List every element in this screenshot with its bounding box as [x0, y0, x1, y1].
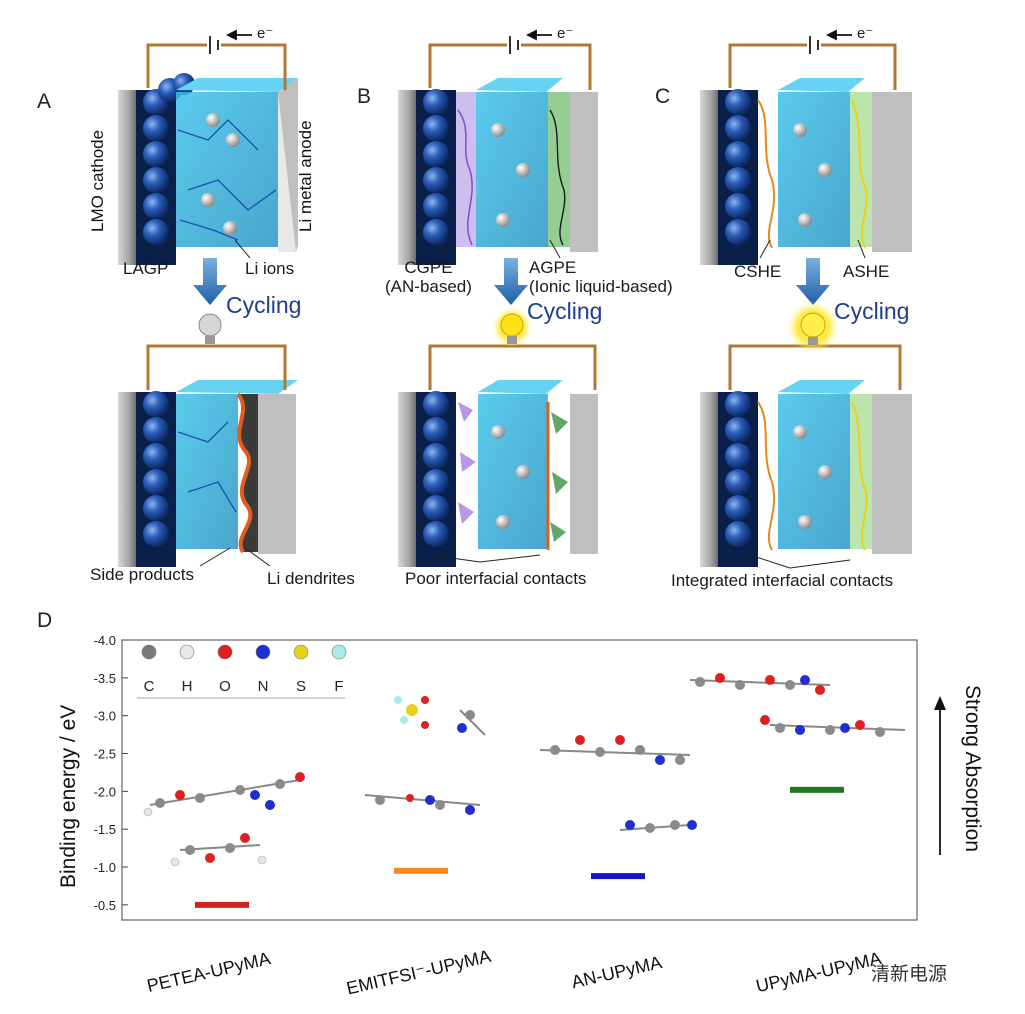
- bar-3: [591, 873, 645, 880]
- li-ions-label: Li ions: [245, 259, 295, 278]
- category-label: AN-UPyMA: [570, 952, 664, 992]
- y-tick-label: -3.0: [94, 709, 116, 724]
- ashe-label: ASHE: [843, 262, 890, 281]
- legend-dot: [141, 644, 157, 660]
- legend-symbol: O: [219, 678, 231, 695]
- poor-contacts-label: Poor interfacial contacts: [405, 569, 587, 588]
- y-axis-label: Binding energy / eV: [57, 704, 80, 888]
- side-products-label: Side products: [90, 565, 194, 584]
- cshe-label: CSHE: [734, 262, 782, 281]
- cycling-arrows: [193, 258, 830, 305]
- cell-a-top: [118, 73, 298, 265]
- legend-symbol: H: [182, 678, 193, 695]
- battery-schematics: [118, 29, 912, 569]
- bulb-b-icon: [492, 307, 532, 347]
- lmo-cathode-label: LMO cathode: [88, 129, 107, 232]
- y-tick-label: -1.5: [94, 822, 116, 837]
- bars-group: [195, 786, 844, 908]
- cgpe-label: CGPE (AN-based): [385, 258, 472, 296]
- category-label: UPyMA-UPyMA: [754, 948, 883, 996]
- molecule-an: [539, 735, 697, 833]
- cycling-label-c: Cycling: [834, 298, 910, 324]
- li-dendrites-label: Li dendrites: [267, 569, 355, 588]
- legend-dot: [293, 644, 309, 660]
- category-label: EMITFSI⁻-UPyMA: [345, 946, 493, 999]
- legend-dot: [331, 644, 347, 660]
- panel-letter-b: B: [357, 85, 372, 108]
- integrated-contacts-label: Integrated interfacial contacts: [671, 571, 894, 590]
- li-anode-label: Li metal anode: [296, 120, 315, 232]
- y-tick-label: -3.5: [94, 671, 116, 686]
- plot-frame: [121, 639, 918, 921]
- lagp-label: LAGP: [123, 259, 169, 278]
- electron-label-c: e⁻: [857, 25, 874, 42]
- category-label: PETEA-UPyMA: [145, 948, 272, 996]
- y-tick-label: -2.0: [94, 784, 116, 799]
- watermark-text: 清新电源: [871, 964, 948, 985]
- y-tick-label: -1.0: [94, 860, 116, 875]
- bar-2: [394, 867, 448, 874]
- electron-label-b: e⁻: [557, 25, 574, 42]
- cell-a-bottom: [118, 380, 298, 567]
- electron-label-a: e⁻: [257, 25, 274, 42]
- legend-dot: [255, 644, 271, 660]
- molecule-emitfsi: [364, 696, 486, 815]
- panel-letter-c: C: [655, 85, 671, 108]
- binding-energy-chart: -4.0 -3.5 -3.0 -2.5 -2.0 -1.5 -1.0 -0.5 PETEA-U…: [94, 633, 946, 999]
- cell-c-bottom: [700, 380, 912, 567]
- bulb-a-icon: [198, 313, 222, 344]
- cell-b-top: [398, 78, 598, 265]
- cell-c-top: [700, 78, 912, 265]
- panel-letter-d: D: [37, 609, 53, 632]
- y-tick-label: -4.0: [94, 633, 116, 648]
- agpe-label: AGPE (Ionic liquid-based): [529, 258, 673, 296]
- legend-symbol: F: [334, 678, 343, 695]
- molecule-petea: [143, 772, 305, 867]
- legend-dot: [179, 644, 195, 660]
- cycling-label-a: Cycling: [226, 292, 302, 318]
- bar-4: [790, 786, 844, 793]
- cell-b-bottom: [398, 380, 598, 567]
- legend-symbol: C: [144, 678, 155, 695]
- strong-absorption-label: Strong Absorption: [961, 685, 984, 852]
- y-tick-label: -2.5: [94, 747, 116, 762]
- legend-symbol: N: [258, 678, 269, 695]
- bulb-c-icon: [787, 301, 839, 353]
- y-tick-label: -0.5: [94, 898, 116, 913]
- category-labels: PETEA-UPyMA EMITFSI⁻-UPyMA AN-UPyMA UPyMA-U…: [145, 946, 883, 999]
- panel-letter-a: A: [37, 90, 52, 113]
- y-axis: -4.0 -3.5 -3.0 -2.5 -2.0 -1.5 -1.0 -0.5: [94, 633, 128, 913]
- legend-symbol: S: [296, 678, 306, 695]
- molecule-upyma: [689, 673, 906, 737]
- bar-1: [195, 901, 249, 908]
- legend-dot: [217, 644, 233, 660]
- cycling-label-b: Cycling: [527, 298, 603, 324]
